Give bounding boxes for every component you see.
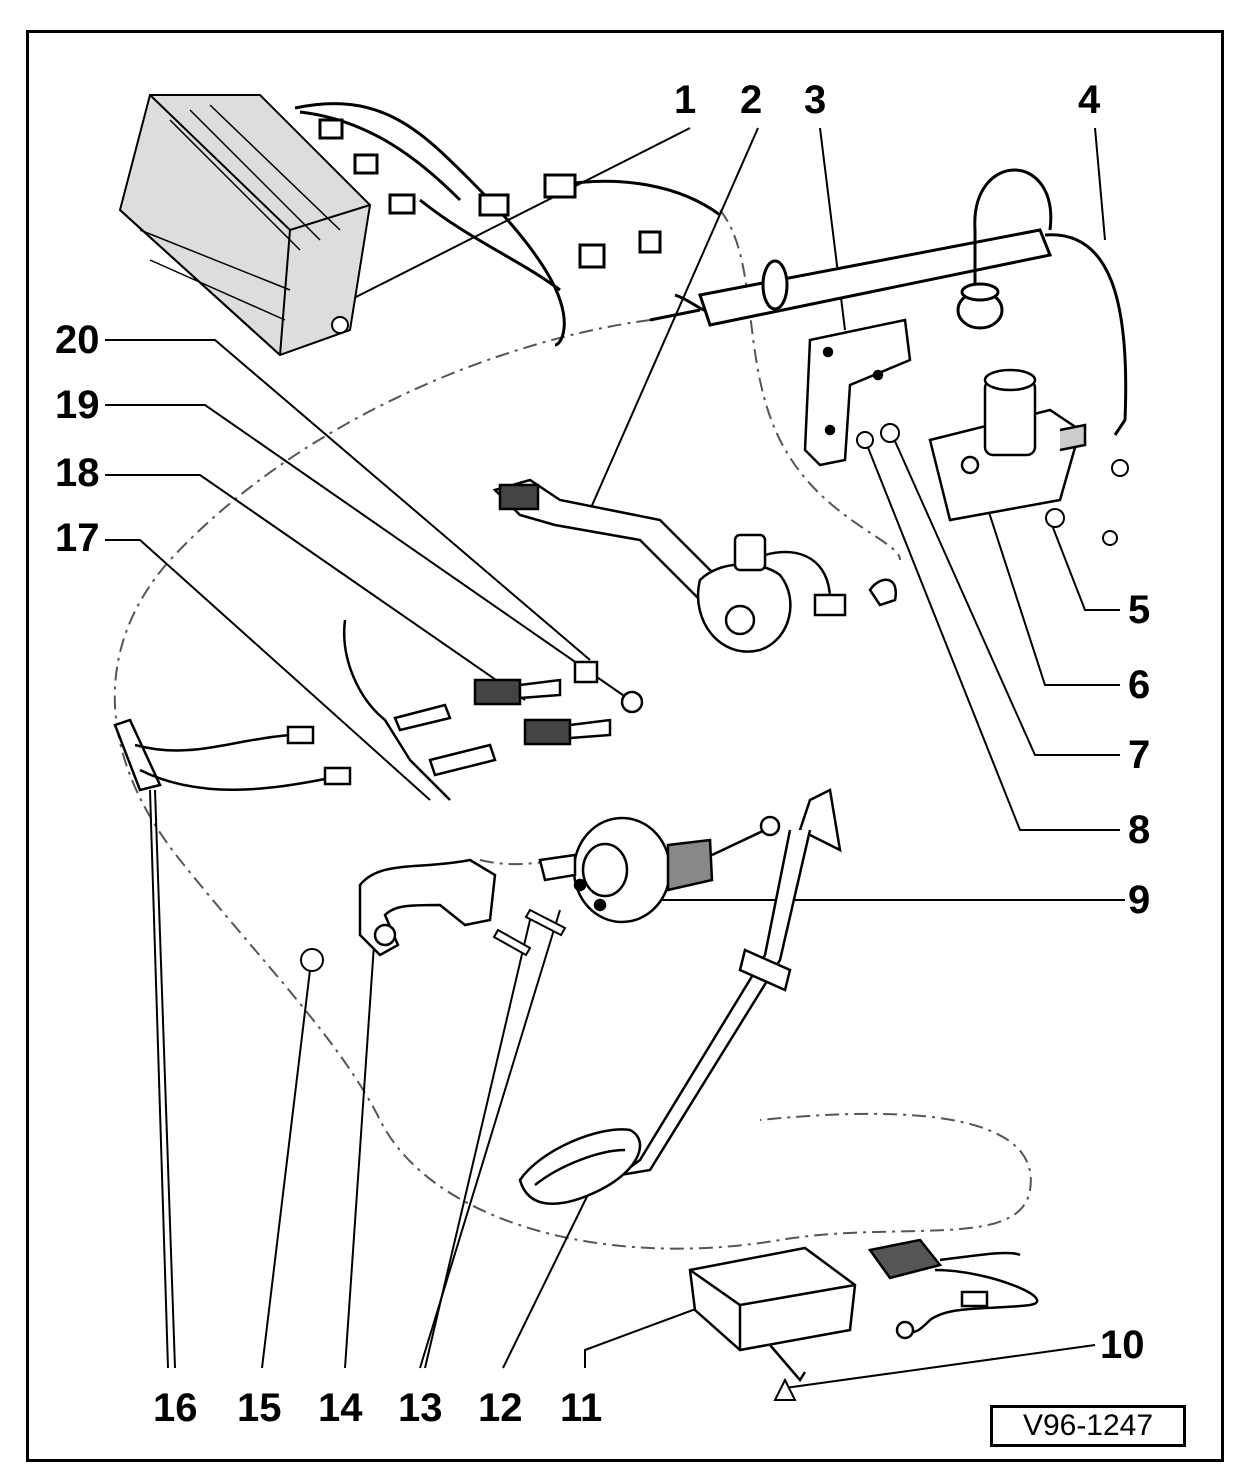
callout-10: 10 [1100,1323,1145,1367]
control-unit-connector [867,1238,1039,1340]
callout-20: 20 [55,318,100,362]
callout-18: 18 [55,451,100,495]
callout-5: 5 [1128,588,1151,632]
callout-1: 1 [674,78,697,122]
steering-column [649,228,1053,327]
mounting-bracket [803,318,912,467]
callout-11: 11 [560,1386,603,1430]
callout-12: 12 [478,1386,523,1430]
callout-6: 6 [1128,663,1151,707]
callout-2: 2 [740,78,763,122]
brake-servo [538,815,781,924]
callout-7: 7 [1128,733,1151,777]
nuts [856,423,1129,546]
actuator-motor [928,368,1087,522]
wiring-harness [294,102,721,347]
pedal-bracket [358,858,497,957]
stalk-switch [492,478,898,653]
leader-lines [105,127,1125,1389]
small-fasteners [300,908,567,972]
callout-15: 15 [237,1386,282,1430]
callout-3: 3 [804,78,827,122]
relay-carrier [118,94,372,357]
callout-17: 17 [55,516,100,560]
callout-16: 16 [153,1386,198,1430]
accelerator-pedal [518,788,842,1205]
callout-4: 4 [1078,78,1101,122]
brake-switches [342,619,644,801]
callout-13: 13 [398,1386,443,1430]
clip [773,1377,797,1401]
sensor-cable [956,168,1128,436]
callout-14: 14 [318,1386,363,1430]
callout-19: 19 [55,383,100,427]
callout-8: 8 [1128,808,1151,852]
sensor-lead [113,718,352,792]
reference-code: V96-1247 [990,1405,1186,1447]
callout-9: 9 [1128,878,1151,922]
control-unit [688,1246,857,1383]
